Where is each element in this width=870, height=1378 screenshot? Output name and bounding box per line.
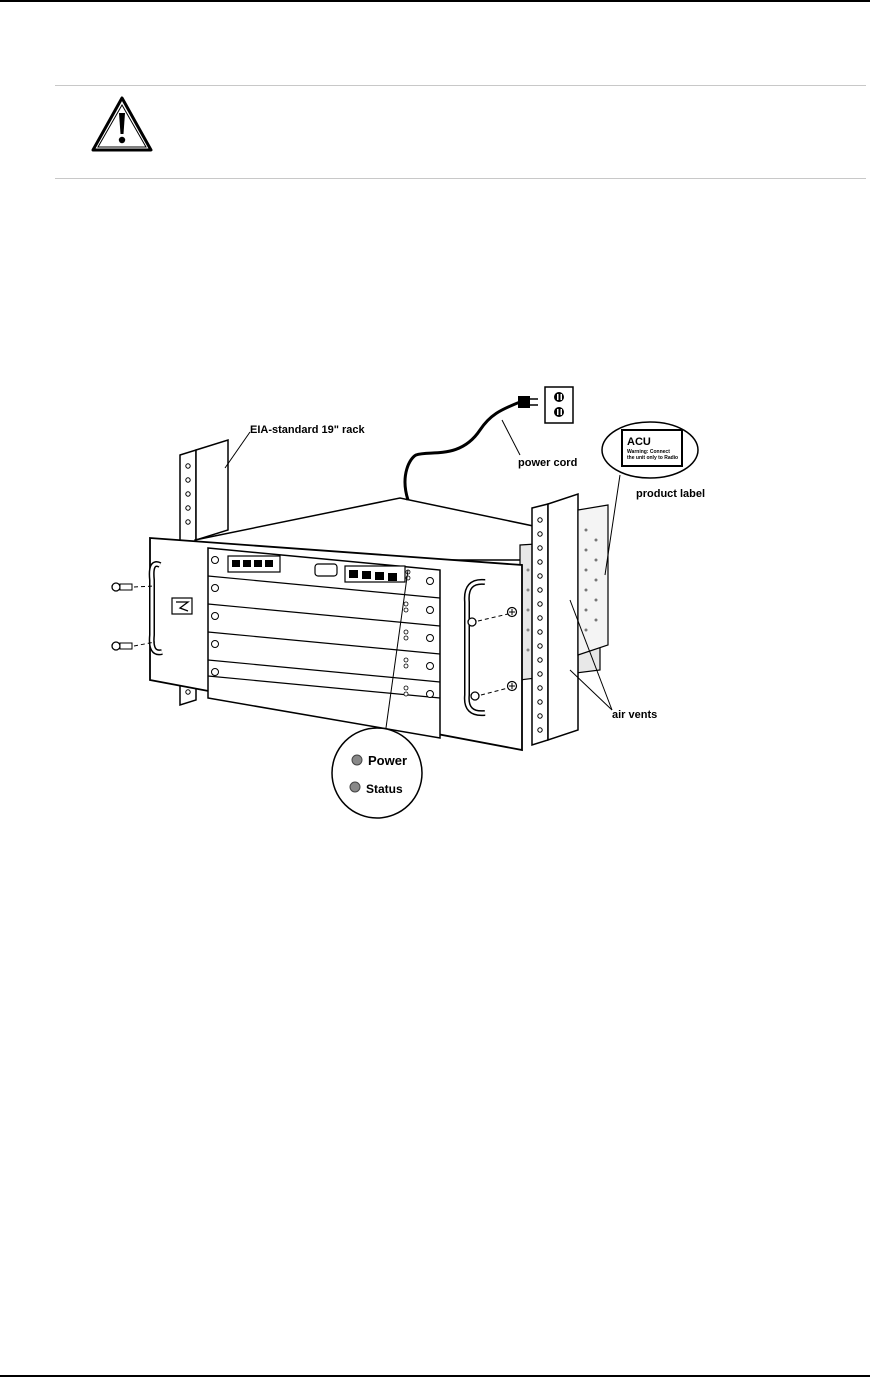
- rack-mount-illustration: ACU Warning: Connect the unit only to Ra…: [100, 380, 720, 825]
- status-led-icon: [350, 782, 360, 792]
- product-label-title: ACU: [627, 436, 651, 448]
- right-rack-rail: [532, 494, 608, 745]
- warning-triangle-icon: [91, 96, 153, 152]
- left-mounting-screws: [112, 583, 155, 650]
- power-led-label: Power: [368, 753, 407, 768]
- power-led-icon: [352, 755, 362, 765]
- led-callout: Power Status: [332, 728, 422, 818]
- air-vents-label: air vents: [612, 709, 657, 721]
- header-rule: [0, 0, 870, 2]
- power-cord-label: power cord: [518, 457, 577, 469]
- power-cord: [405, 387, 573, 500]
- product-label-line2: the unit only to Radio: [627, 455, 678, 461]
- caution-box: [55, 85, 866, 179]
- rack-mount-figure: ACU Warning: Connect the unit only to Ra…: [100, 380, 720, 825]
- footer-rule: [0, 1375, 870, 1377]
- product-label-callout: ACU Warning: Connect the unit only to Ra…: [602, 422, 698, 478]
- product-label-text: product label: [636, 488, 705, 500]
- status-led-label: Status: [366, 782, 403, 796]
- rack-label: EIA-standard 19" rack: [250, 424, 366, 436]
